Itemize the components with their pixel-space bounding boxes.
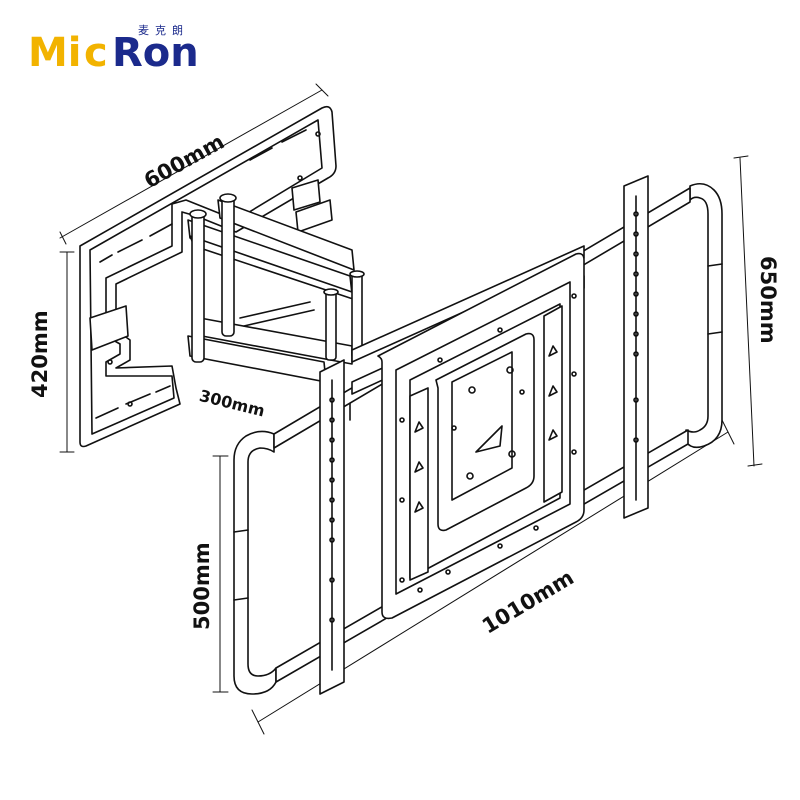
svg-text:Ron: Ron	[112, 30, 199, 72]
dim-label-500mm: 500mm	[190, 542, 214, 630]
articulating-arms	[187, 193, 365, 421]
dim-label-420mm: 420mm	[28, 310, 52, 398]
brand-chinese-name: 麦克朗	[138, 24, 189, 37]
wall-plate	[79, 105, 337, 448]
vesa-plate	[377, 252, 585, 620]
brand-logo: Mi c Ron	[28, 30, 199, 72]
dimension-lines	[59, 83, 763, 735]
hanger-holes	[329, 211, 639, 623]
dim-label-650mm: 650mm	[756, 256, 780, 344]
svg-text:c: c	[84, 30, 108, 72]
svg-text:Mi: Mi	[28, 30, 82, 72]
